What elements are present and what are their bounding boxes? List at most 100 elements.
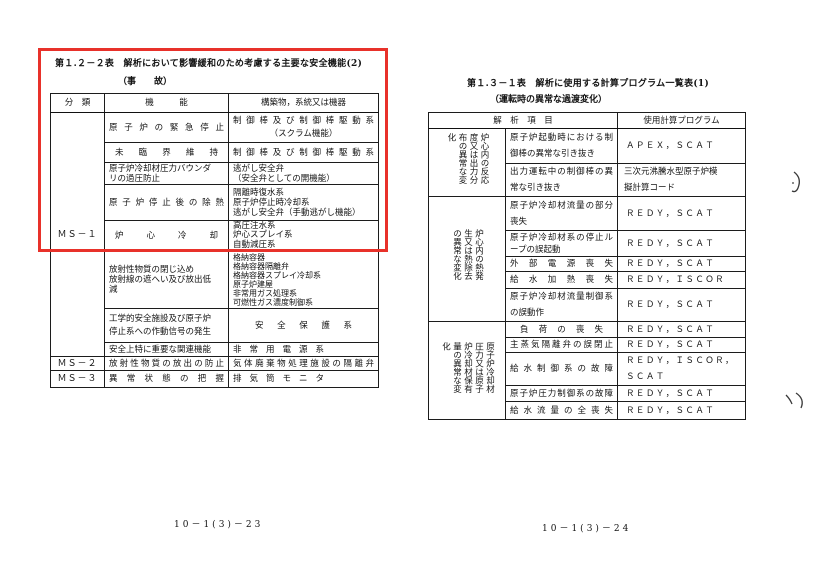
- category-cell: 原子炉冷却材圧力又は原子炉冷却材保有量の異常な変化: [428, 321, 506, 420]
- equipment-text: 逃がし安全弁: [233, 163, 285, 174]
- item-text: 原子炉冷却材系の停止ル: [510, 232, 614, 243]
- header-class: 分 類: [50, 93, 105, 113]
- table-row: 出力運転中の制御棒の異 常な引き抜き 三次元沸騰水型原子炉模 擬計算コード: [429, 163, 747, 197]
- table-row: 炉心内の熱発生又は熱除去の異常な変化 原子炉冷却材流量の部分 喪失 ＲＥＤＹ，Ｓ…: [428, 196, 747, 322]
- equipment-text: 原子炉停止時冷却系: [233, 197, 310, 208]
- program-cell: ＲＥＤＹ，ＳＣＡＴ: [617, 196, 747, 231]
- table-row: 放射性物質の閉じ込め 放射線の遮へい及び放出低 減 格納容器 格納容器隔離弁 格…: [51, 251, 379, 309]
- item-cell: 給水加熱喪失: [504, 271, 619, 289]
- item-text: 主蒸気隔離弁の誤閉止: [510, 340, 614, 350]
- function-cell: 原子炉停止後の除熱: [104, 184, 229, 221]
- function-cell: 未臨界維持: [104, 142, 229, 163]
- program-text: ＲＥＤＹ，ＩＳＣＯＲ: [626, 275, 726, 285]
- calculation-program-table: 解 析 項 目 使用計算プログラム 炉心内の反応度又は出力分布の異常な変化 原子…: [427, 112, 747, 420]
- item-text: 御棒の異常な引き抜き: [510, 149, 596, 159]
- class-label: ＭＳ－３: [57, 374, 98, 384]
- program-cell: ＲＥＤＹ，ＩＳＣＯＲ， ＳＣＡＴ: [617, 352, 747, 386]
- function-cell: 放射性物質の放出の防止: [104, 356, 229, 371]
- category-cell: 炉心内の熱発生又は熱除去の異常な変化: [428, 196, 506, 322]
- program-cell: ＲＥＤＹ，ＳＣＡＴ: [617, 321, 747, 338]
- program-text: ＲＥＤＹ，ＳＣＡＴ: [626, 340, 716, 350]
- table-row: 炉心冷却 高圧注水系 炉心スプレイ系 自動減圧系: [51, 220, 379, 252]
- item-cell: 主蒸気隔離弁の誤閉止: [504, 337, 619, 353]
- table-row: 原子炉冷却材系の停止ル ープの誤起動 ＲＥＤＹ，ＳＣＡＴ: [429, 230, 747, 257]
- item-text: 喪失: [510, 216, 528, 227]
- item-cell: 原子炉冷却材流量の部分 喪失: [504, 196, 619, 231]
- program-cell: ＲＥＤＹ，ＳＣＡＴ: [617, 230, 747, 257]
- program-cell: ＲＥＤＹ，ＩＳＣＯＲ: [617, 271, 747, 289]
- function-text: 減: [109, 285, 118, 295]
- class-label: ＭＳ－１: [57, 229, 98, 240]
- table-row: 原子炉冷却材圧力又は原子炉冷却材保有量の異常な変化 負荷の喪失 ＲＥＤＹ，ＳＣＡ…: [428, 321, 747, 420]
- program-text: ＲＥＤＹ，ＳＣＡＴ: [626, 300, 716, 310]
- item-text: 給水加熱喪失: [510, 275, 614, 285]
- equipment-text: （安全弁としての開機能）: [233, 173, 335, 184]
- function-text: 原子炉の緊急停止: [109, 122, 224, 133]
- item-text: 出力運転中の制御棒の異: [510, 167, 614, 177]
- function-cell: 安全上特に重要な関連機能: [104, 342, 229, 357]
- table-row: 工学的安全施設及び原子炉 停止系への作動信号の発生 安全保護系: [51, 308, 379, 343]
- item-text: 原子炉起動時における制: [510, 133, 614, 143]
- item-cell: 出力運転中の制御棒の異 常な引き抜き: [504, 163, 619, 197]
- function-text: 炉心冷却: [115, 231, 218, 241]
- right-table-subtitle: （運転時の異常な過渡変化）: [490, 95, 608, 105]
- program-cell: ＲＥＤＹ，ＳＣＡＴ: [617, 288, 747, 322]
- program-text: ＲＥＤＹ，ＳＣＡＴ: [626, 208, 716, 219]
- item-text: 原子炉圧力制御系の故障: [510, 388, 614, 399]
- equipment-text: 逃がし安全弁（手動逃がし機能）: [233, 207, 361, 218]
- program-cell: 三次元沸騰水型原子炉模 擬計算コード: [617, 163, 747, 197]
- program-text: ＲＥＤＹ，ＳＣＡＴ: [626, 238, 716, 249]
- item-text: 原子炉冷却材流量の部分: [510, 200, 614, 211]
- right-page-number: 10－1(3)－24: [542, 524, 632, 534]
- equipment-text: 非常用ガス処理系: [233, 289, 297, 298]
- function-cell: 原子炉冷却材圧力バウンダ リの過圧防止: [104, 162, 229, 185]
- equipment-text: 高圧注水系: [233, 220, 276, 231]
- function-text: 安全上特に重要な関連機能: [109, 344, 212, 355]
- left-table-subtitle: （事 故）: [118, 77, 173, 87]
- program-text: ＡＰＥＸ，ＳＣＡＴ: [626, 141, 716, 151]
- table-row: 主蒸気隔離弁の誤閉止 ＲＥＤＹ，ＳＣＡＴ: [429, 337, 747, 353]
- table-row: 炉心内の反応度又は出力分布の異常な変化 原子炉起動時における制 御棒の異常な引き…: [428, 128, 747, 197]
- table-header-row: 解 析 項 目 使用計算プログラム: [427, 112, 747, 129]
- table-row: ＭＳ－３ 異常状態の把握 排気筒モニタ: [50, 370, 379, 388]
- function-cell: 異常状態の把握: [104, 370, 229, 388]
- equipment-text: 格納容器隔離弁: [233, 262, 289, 271]
- class-cell: ＭＳ－２: [50, 356, 105, 371]
- function-text: 放射線の遮へい及び放出低: [109, 275, 212, 285]
- table-row: ＭＳ－２ 放射性物質の放出の防止 気体廃棄物処理施設の隔離弁: [50, 356, 379, 371]
- equipment-cell: 気体廃棄物処理施設の隔離弁: [228, 356, 379, 371]
- table-row: ＭＳ－１ 原子炉の緊急停止 制御棒及び制御棒駆動系 （スクラム機能）: [50, 112, 379, 357]
- program-text: ＲＥＤＹ，ＳＣＡＴ: [626, 259, 716, 269]
- item-cell: 給水制御系の故障: [504, 352, 619, 386]
- equipment-text: 炉心スプレイ系: [233, 230, 293, 241]
- category-label: 炉心内の熱発生又は熱除去の異常な変化: [451, 228, 484, 280]
- table-row: 未臨界維持 制御棒及び制御棒駆動系: [51, 142, 379, 163]
- table-header-row: 分 類 機 能 構築物，系統又は機器: [50, 93, 379, 113]
- program-text: ＲＥＤＹ，ＳＣＡＴ: [626, 324, 716, 335]
- function-text: 原子炉停止後の除熱: [109, 197, 224, 208]
- program-cell: ＡＰＥＸ，ＳＣＡＴ: [617, 128, 747, 164]
- safety-function-table: 分 類 機 能 構築物，系統又は機器 ＭＳ－１ 原子炉の緊急停止 制御棒及び制御…: [50, 93, 379, 388]
- equipment-text: 排気筒モニタ: [233, 374, 324, 384]
- left-table-title: 第１.２－２表 解析において影響緩和のため考慮する主要な安全機能(2): [55, 59, 363, 69]
- item-cell: 原子炉冷却材系の停止ル ープの誤起動: [504, 230, 619, 257]
- function-text: 異常状態の把握: [109, 374, 224, 384]
- item-text: 給水制御系の故障: [510, 364, 614, 374]
- item-text: 負荷の喪失: [520, 324, 604, 335]
- equipment-text: （スクラム機能）: [269, 128, 338, 139]
- equipment-text: 隔離時復水系: [233, 187, 285, 198]
- function-cell: 炉心冷却: [104, 220, 229, 252]
- function-text: 放射性物質の閉じ込め: [109, 265, 195, 275]
- equipment-cell: 制御棒及び制御棒駆動系 （スクラム機能）: [228, 112, 379, 143]
- table-row: 給水加熱喪失 ＲＥＤＹ，ＩＳＣＯＲ: [429, 271, 747, 289]
- right-table-title: 第１.３－１表 解析に使用する計算プログラム一覧表(1): [467, 79, 710, 89]
- equipment-cell: 制御棒及び制御棒駆動系: [228, 142, 379, 163]
- equipment-text: 制御棒及び制御棒駆動系: [233, 115, 374, 126]
- equipment-text: 制御棒及び制御棒駆動系: [233, 147, 374, 158]
- equipment-cell: 排気筒モニタ: [228, 370, 379, 388]
- item-text: 給水流量の全喪失: [510, 405, 614, 416]
- item-text: 常な引き抜き: [510, 183, 562, 193]
- program-cell: ＲＥＤＹ，ＳＣＡＴ: [617, 256, 747, 272]
- equipment-text: 格納容器: [233, 253, 265, 262]
